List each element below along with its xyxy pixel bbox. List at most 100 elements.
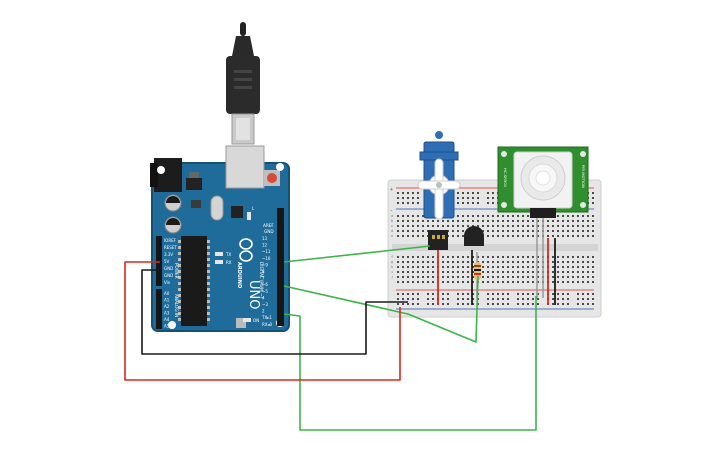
breadboard-hole — [497, 271, 499, 273]
breadboard-hole — [562, 230, 564, 232]
breadboard-hole — [427, 303, 429, 305]
breadboard-hole — [572, 276, 574, 278]
breadboard-hole — [417, 235, 419, 237]
breadboard-hole — [532, 266, 534, 268]
breadboard-hole — [407, 192, 409, 194]
breadboard-hole — [487, 192, 489, 194]
breadboard-hole — [497, 303, 499, 305]
servo-motor[interactable] — [417, 131, 461, 250]
breadboard-hole — [467, 197, 469, 199]
breadboard-hole — [397, 293, 399, 295]
breadboard-hole — [527, 215, 529, 217]
breadboard-hole — [567, 230, 569, 232]
breadboard-hole — [402, 215, 404, 217]
breadboard-hole — [592, 266, 594, 268]
breadboard-hole — [512, 215, 514, 217]
breadboard-hole — [527, 281, 529, 283]
breadboard-hole — [462, 261, 464, 263]
breadboard-hole — [432, 225, 434, 227]
wire-5v-power[interactable] — [124, 261, 401, 381]
analog-pin-label: A3 — [164, 311, 170, 316]
breadboard-hole — [407, 220, 409, 222]
breadboard-hole — [472, 293, 474, 295]
breadboard-hole — [582, 215, 584, 217]
breadboard-hole — [407, 215, 409, 217]
voltage-regulator — [186, 178, 202, 190]
arduino-uno-board[interactable]: TX RX L ON ARDUINO UNO AREF GND DIGITAL … — [150, 145, 290, 332]
digital-pin-label: 12 — [262, 243, 268, 248]
breadboard-hole — [517, 230, 519, 232]
breadboard-hole — [447, 303, 449, 305]
analog-pin-label: A1 — [164, 298, 170, 303]
breadboard-hole — [587, 220, 589, 222]
breadboard-row-label: c — [391, 224, 393, 228]
breadboard-hole — [397, 271, 399, 273]
wire-temperature-signal[interactable] — [283, 275, 479, 343]
breadboard-hole — [492, 235, 494, 237]
breadboard-hole — [407, 202, 409, 204]
breadboard-hole — [522, 230, 524, 232]
breadboard-hole — [492, 271, 494, 273]
breadboard-hole — [592, 202, 594, 204]
breadboard-hole — [577, 261, 579, 263]
breadboard-hole — [397, 276, 399, 278]
breadboard-hole — [487, 202, 489, 204]
breadboard-hole — [562, 256, 564, 258]
breadboard-hole — [422, 266, 424, 268]
wire-servo-signal[interactable] — [283, 245, 431, 263]
chip-leg — [207, 276, 210, 279]
breadboard-hole — [462, 225, 464, 227]
breadboard-hole — [547, 225, 549, 227]
breadboard-hole — [517, 266, 519, 268]
chip-leg — [178, 318, 181, 321]
wire-pir-signal[interactable] — [283, 296, 537, 431]
chip-leg — [178, 246, 181, 249]
breadboard-hole — [562, 220, 564, 222]
breadboard-hole — [432, 293, 434, 295]
breadboard-hole — [512, 266, 514, 268]
usb-cable[interactable] — [226, 22, 260, 145]
breadboard-hole — [437, 225, 439, 227]
breadboard-hole — [527, 225, 529, 227]
wires[interactable] — [124, 245, 537, 431]
pir-motion-sensor[interactable]: HC-SR501 PIR MOTION — [497, 146, 589, 298]
breadboard-hole — [417, 256, 419, 258]
breadboard-hole — [572, 230, 574, 232]
digital-pin-label: 7 — [262, 276, 265, 281]
breadboard-hole — [412, 225, 414, 227]
breadboard-row-label: a — [391, 214, 393, 218]
breadboard-hole — [417, 215, 419, 217]
rail-minus-label: - — [390, 208, 393, 214]
breadboard-hole — [417, 225, 419, 227]
breadboard-hole — [442, 281, 444, 283]
breadboard-hole — [567, 220, 569, 222]
breadboard-hole — [467, 202, 469, 204]
breadboard-hole — [412, 303, 414, 305]
breadboard-hole — [452, 230, 454, 232]
breadboard-hole — [537, 281, 539, 283]
breadboard-hole — [457, 281, 459, 283]
breadboard-hole — [552, 276, 554, 278]
breadboard-hole — [487, 266, 489, 268]
breadboard-hole — [507, 235, 509, 237]
breadboard-row-label: b — [391, 219, 393, 223]
breadboard-hole — [507, 293, 509, 295]
breadboard-hole — [557, 266, 559, 268]
breadboard-hole — [567, 293, 569, 295]
analog-pin-label: A2 — [164, 304, 170, 309]
breadboard-jumpers[interactable] — [437, 238, 556, 305]
digital-pin-label: TX▸1 — [261, 315, 272, 320]
breadboard-hole — [537, 298, 539, 300]
breadboard-hole — [517, 293, 519, 295]
breadboard-hole — [557, 225, 559, 227]
breadboard-hole — [492, 303, 494, 305]
breadboard-hole — [432, 303, 434, 305]
wire-ground[interactable] — [141, 269, 408, 355]
temperature-sensor[interactable] — [464, 226, 484, 246]
breadboard-hole — [507, 261, 509, 263]
breadboard-hole — [497, 220, 499, 222]
breadboard-hole — [587, 235, 589, 237]
breadboard-hole — [497, 256, 499, 258]
breadboard-hole — [567, 271, 569, 273]
